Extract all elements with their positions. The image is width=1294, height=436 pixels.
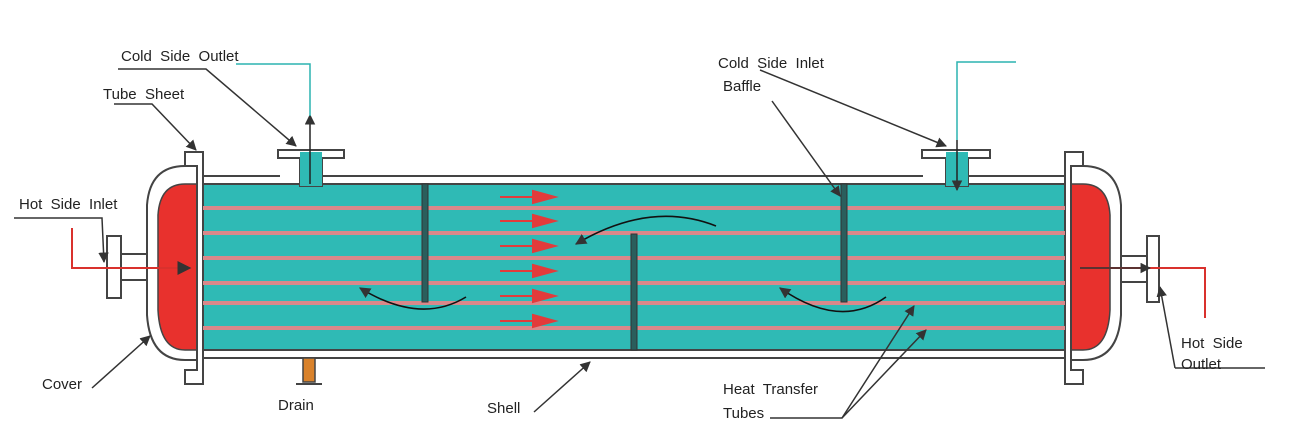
baffle-3 bbox=[840, 183, 848, 303]
hot-flow-arrows bbox=[500, 189, 559, 329]
label-hot-side-outlet-2: Outlet bbox=[1181, 356, 1222, 373]
label-leaders bbox=[14, 68, 1265, 419]
cold-outlet-leader bbox=[236, 63, 311, 116]
left-tube-sheet bbox=[184, 151, 204, 385]
label-hot-side-outlet-1: Hot Side bbox=[1181, 335, 1243, 352]
cold-side-outlet-nozzle bbox=[277, 149, 345, 187]
label-shell: Shell bbox=[487, 400, 520, 417]
label-heat-transfer-tubes-1: Heat Transfer bbox=[723, 381, 818, 398]
label-cold-side-outlet: Cold Side Outlet bbox=[121, 48, 239, 65]
baffle-2 bbox=[630, 233, 638, 351]
right-tube-sheet bbox=[1064, 151, 1084, 385]
label-cold-side-inlet: Cold Side Inlet bbox=[718, 55, 825, 72]
hot-inlet-line bbox=[71, 228, 192, 275]
label-cover: Cover bbox=[42, 376, 82, 393]
cold-side-inlet-nozzle bbox=[921, 149, 991, 187]
cold-flow-curves bbox=[359, 215, 887, 313]
baffle-1 bbox=[421, 183, 429, 303]
drain-nozzle bbox=[296, 357, 322, 385]
label-heat-transfer-tubes-2: Tubes bbox=[723, 405, 764, 422]
label-drain: Drain bbox=[278, 397, 314, 414]
label-tube-sheet: Tube Sheet bbox=[103, 86, 185, 103]
label-baffle: Baffle bbox=[723, 78, 761, 95]
label-hot-side-inlet: Hot Side Inlet bbox=[19, 196, 118, 213]
cold-inlet-leader bbox=[956, 61, 1016, 140]
